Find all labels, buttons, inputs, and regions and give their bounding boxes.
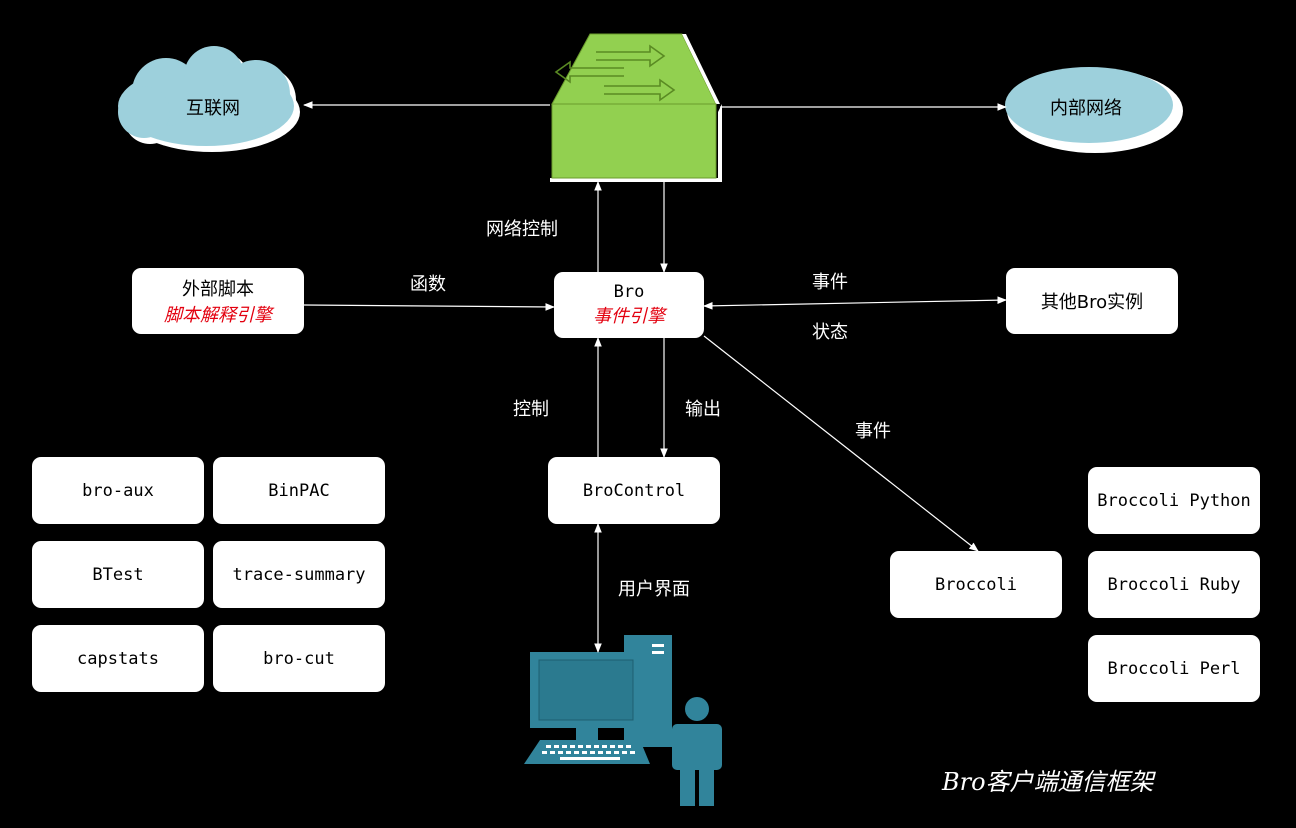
edge-label-output: 输出	[685, 399, 721, 420]
binding-label: Broccoli Python	[1097, 490, 1251, 511]
edge-bro-otherbro	[703, 296, 1007, 310]
edge-script-bro	[303, 303, 555, 311]
broccoli-python-node: Broccoli Python	[1088, 467, 1260, 534]
bro-label: Bro	[613, 282, 645, 302]
binding-label: Broccoli Perl	[1107, 658, 1241, 679]
edge-label-user-interface: 用户界面	[618, 579, 690, 600]
broccoli-perl-node: Broccoli Perl	[1088, 635, 1260, 702]
tool-label: capstats	[77, 648, 159, 669]
diagram-title: Bro客户端通信框架	[942, 768, 1154, 796]
intranet-label: 内部网络	[1050, 98, 1122, 119]
edge-label-state: 状态	[812, 322, 848, 343]
edge-label-function: 函数	[410, 274, 446, 295]
brocontrol-node: BroControl	[548, 457, 720, 524]
internet-label: 互联网	[186, 98, 240, 119]
script-engine-label: 脚本解释引擎	[164, 305, 272, 326]
cloud-icon	[118, 46, 300, 152]
edge-label-event-diag: 事件	[855, 421, 891, 442]
tool-btest: BTest	[32, 541, 204, 608]
bro-event-engine-node: Bro 事件引擎	[554, 272, 704, 338]
user-person-icon	[672, 697, 722, 806]
tool-bro-aux: bro-aux	[32, 457, 204, 524]
event-engine-label: 事件引擎	[593, 306, 665, 327]
edge-bro-broccoli	[703, 335, 979, 552]
tool-label: trace-summary	[232, 564, 366, 585]
external-script-node: 外部脚本 脚本解释引擎	[132, 268, 304, 334]
edge-label-network-control: 网络控制	[486, 219, 558, 240]
broccoli-ruby-node: Broccoli Ruby	[1088, 551, 1260, 618]
other-bro-node: 其他Bro实例	[1006, 268, 1178, 334]
broccoli-node: Broccoli	[890, 551, 1062, 618]
tool-label: BinPAC	[268, 480, 330, 501]
tool-trace-summary: trace-summary	[213, 541, 385, 608]
edge-label-event-top: 事件	[812, 272, 848, 293]
edge-label-control: 控制	[513, 399, 549, 420]
binding-label: Broccoli Ruby	[1107, 574, 1241, 595]
tool-capstats: capstats	[32, 625, 204, 692]
ellipse-network-icon	[1005, 67, 1183, 153]
tool-binpac: BinPAC	[213, 457, 385, 524]
computer-icon	[524, 635, 672, 764]
tool-label: bro-aux	[82, 480, 154, 501]
broccoli-label: Broccoli	[935, 574, 1017, 595]
external-script-label: 外部脚本	[182, 279, 254, 300]
network-switch-icon	[550, 33, 722, 182]
brocontrol-label: BroControl	[582, 480, 686, 501]
other-bro-label: 其他Bro实例	[1040, 292, 1144, 313]
tool-bro-cut: bro-cut	[213, 625, 385, 692]
tool-label: BTest	[92, 564, 144, 585]
tool-label: bro-cut	[263, 648, 335, 669]
